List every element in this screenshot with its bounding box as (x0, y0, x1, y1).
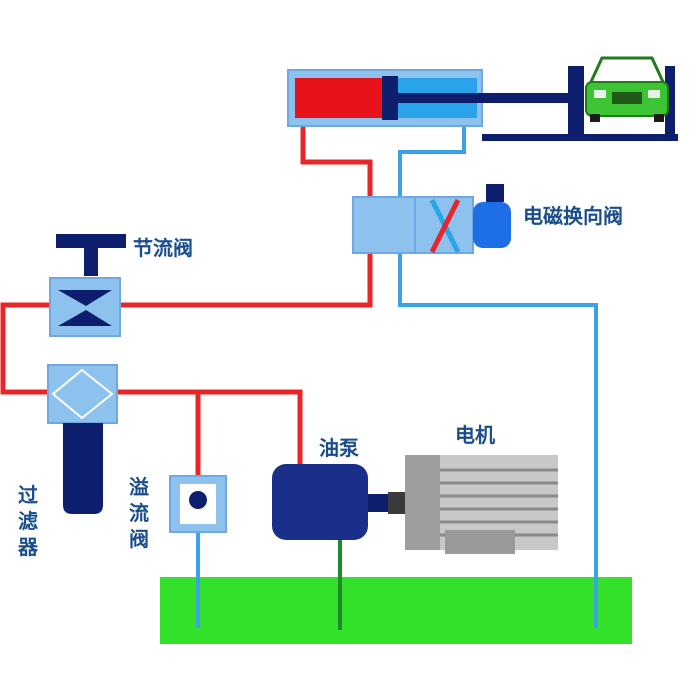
car-load (482, 56, 678, 141)
relief-valve (169, 475, 227, 533)
throttle-valve (49, 234, 126, 337)
pressure-lines (0, 120, 373, 480)
relief-valve-label: 溢流阀 (129, 475, 149, 551)
filter-label: 过滤器 (18, 483, 38, 559)
oil-tank (160, 577, 632, 644)
motor (388, 455, 558, 554)
oil-pump (272, 464, 388, 540)
oil-pump-label: 油泵 (319, 436, 359, 460)
throttle-valve-label: 节流阀 (133, 236, 193, 260)
hydraulic-cylinder (287, 69, 570, 127)
solenoid-valve (352, 184, 511, 254)
motor-label: 电机 (455, 423, 495, 447)
solenoid-valve-label: 电磁换向阀 (523, 204, 623, 228)
filter (47, 364, 118, 514)
